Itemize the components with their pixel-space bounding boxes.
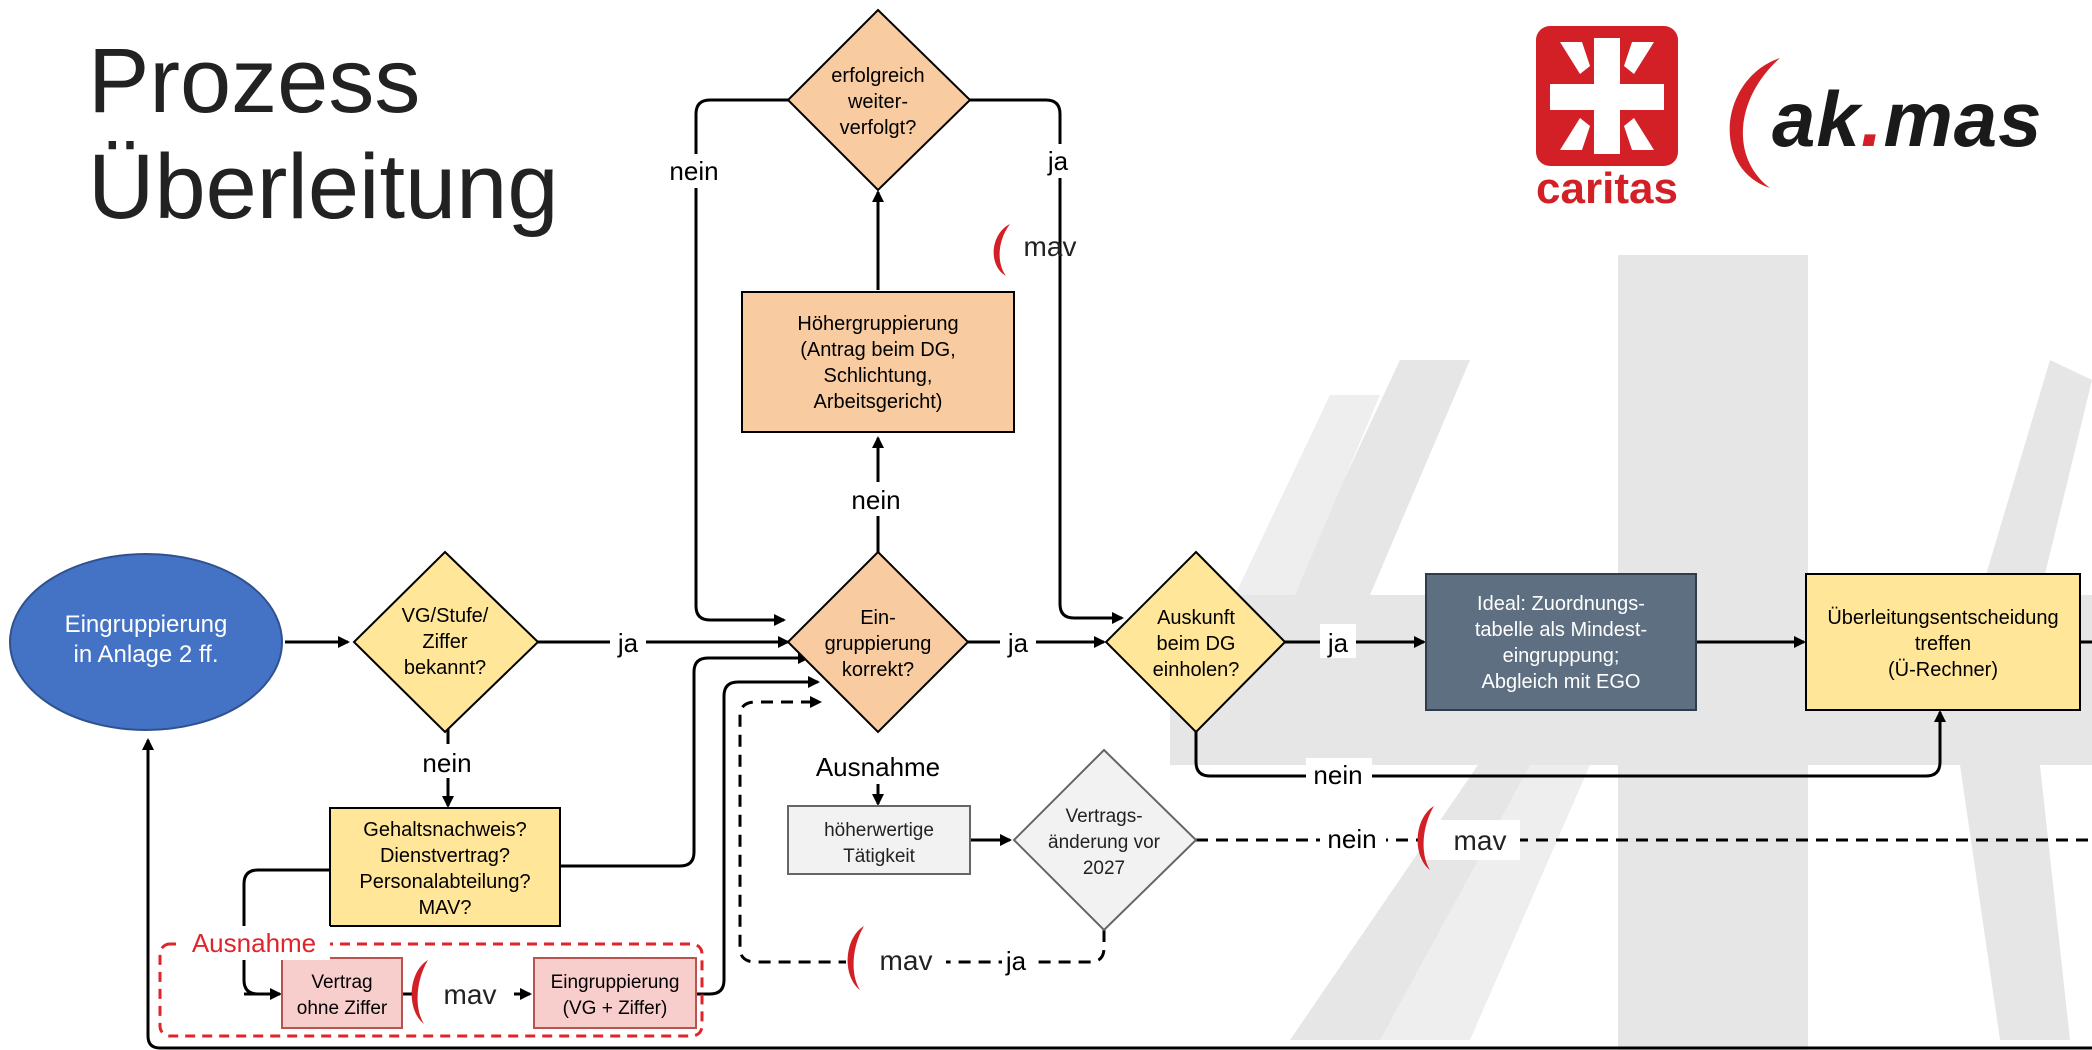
contract-change-line-1: Vertrags- bbox=[1065, 806, 1142, 827]
success-line-1: erfolgreich bbox=[831, 65, 924, 87]
documents-line-3: Personalabteilung? bbox=[359, 871, 530, 893]
classification-line-1: Eingruppierung bbox=[551, 972, 680, 993]
ideal-box bbox=[1425, 573, 1697, 711]
caritas-wordmark: caritas bbox=[1536, 164, 1678, 213]
mav-marks: mav mav mav mav bbox=[411, 224, 1520, 1024]
correct-decision bbox=[786, 550, 970, 734]
contract-box bbox=[281, 957, 403, 1029]
documents-box bbox=[329, 807, 561, 927]
decision-box bbox=[1805, 573, 2081, 711]
exception-frame bbox=[158, 942, 704, 1038]
documents-line-4: MAV? bbox=[419, 897, 472, 919]
upgrade-line-2: (Antrag beim DG, bbox=[800, 339, 956, 361]
success-decision bbox=[786, 8, 972, 192]
svg-text:mav: mav bbox=[880, 945, 933, 976]
akmas-logo: ak.mas bbox=[1700, 38, 2042, 198]
ideal-line-1: Ideal: Zuordnungs- bbox=[1477, 593, 1645, 615]
upgrade-line-1: Höhergruppierung bbox=[797, 313, 958, 335]
info-line-2: beim DG bbox=[1157, 633, 1236, 655]
documents-line-2: Dienstvertrag? bbox=[380, 845, 510, 867]
title-line-1: Prozess bbox=[88, 30, 421, 132]
correct-line-1: Ein- bbox=[860, 607, 896, 629]
info-decision bbox=[1104, 550, 1287, 734]
higher-line-2: Tätigkeit bbox=[843, 846, 916, 867]
label-nein-2: nein bbox=[851, 485, 900, 515]
label-nein-1: nein bbox=[422, 748, 471, 778]
label-ja-2: ja bbox=[1007, 628, 1029, 658]
contract-change-line-3: 2027 bbox=[1083, 858, 1125, 879]
vg-known-line-2: Ziffer bbox=[422, 631, 468, 653]
decision-line-3: (Ü-Rechner) bbox=[1888, 659, 1998, 681]
label-ja-1: ja bbox=[617, 628, 639, 658]
label-ausnahme-2: Ausnahme bbox=[192, 928, 316, 958]
label-ausnahme-1: Ausnahme bbox=[816, 752, 940, 782]
svg-text:mav: mav bbox=[444, 979, 497, 1010]
start-node-line-2: in Anlage 2 ff. bbox=[73, 641, 218, 668]
higher-activity-box bbox=[787, 805, 971, 875]
success-line-2: weiter- bbox=[847, 91, 908, 113]
vg-known-line-1: VG/Stufe/ bbox=[402, 605, 489, 627]
mav-icon-1: mav bbox=[993, 224, 1077, 276]
ideal-line-4: Abgleich mit EGO bbox=[1482, 671, 1641, 693]
mav-icon-3: mav bbox=[846, 926, 946, 990]
label-nein-4: nein bbox=[1313, 760, 1362, 790]
label-nein-3: nein bbox=[669, 156, 718, 186]
upgrade-line-4: Arbeitsgericht) bbox=[814, 391, 943, 413]
vg-known-decision bbox=[352, 550, 540, 734]
info-line-3: einholen? bbox=[1153, 659, 1240, 681]
caritas-logo: caritas bbox=[1536, 26, 1678, 216]
documents-line-1: Gehaltsnachweis? bbox=[363, 819, 526, 841]
label-ja-3: ja bbox=[1327, 628, 1349, 658]
contract-line-2: ohne Ziffer bbox=[297, 998, 388, 1019]
contract-change-decision bbox=[1012, 748, 1198, 932]
connectors bbox=[142, 98, 2092, 1050]
contract-line-1: Vertrag bbox=[311, 972, 372, 993]
mav-icon-4: mav bbox=[411, 960, 514, 1024]
vg-known-line-3: bekannt? bbox=[404, 657, 486, 679]
caritas-cross-icon bbox=[1536, 26, 1678, 166]
label-nein-5: nein bbox=[1327, 824, 1376, 854]
higher-line-1: höherwertige bbox=[824, 820, 934, 841]
info-line-1: Auskunft bbox=[1157, 607, 1235, 629]
upgrade-line-3: Schlichtung, bbox=[824, 365, 933, 387]
mav-icon-2: mav bbox=[1417, 806, 1520, 870]
upgrade-box bbox=[741, 291, 1015, 433]
svg-text:mav: mav bbox=[1024, 231, 1077, 262]
start-node-line-1: Eingruppierung bbox=[65, 611, 228, 638]
svg-text:mav: mav bbox=[1454, 825, 1507, 856]
ideal-line-3: eingruppung; bbox=[1503, 645, 1620, 667]
label-ja-5: ja bbox=[1005, 946, 1027, 976]
label-ja-4: ja bbox=[1047, 146, 1069, 176]
decision-line-1: Überleitungsentscheidung bbox=[1827, 607, 2058, 629]
classification-line-2: (VG + Ziffer) bbox=[563, 998, 668, 1019]
edge-labels: ja ja ja nein nein nein ja nein nein ja … bbox=[176, 144, 1386, 978]
classification-box bbox=[533, 957, 697, 1029]
page-title: Prozess Überleitung bbox=[88, 28, 559, 240]
akmas-wordmark: ak.mas bbox=[1772, 75, 2043, 163]
correct-line-2: gruppierung bbox=[825, 633, 932, 655]
correct-line-3: korrekt? bbox=[842, 659, 914, 681]
title-line-2: Überleitung bbox=[88, 136, 559, 238]
success-line-3: verfolgt? bbox=[840, 117, 917, 139]
ideal-line-2: tabelle als Mindest- bbox=[1475, 619, 1647, 641]
decision-line-2: treffen bbox=[1915, 633, 1971, 655]
start-node-shape bbox=[9, 553, 283, 731]
contract-change-line-2: änderung vor bbox=[1048, 832, 1161, 853]
